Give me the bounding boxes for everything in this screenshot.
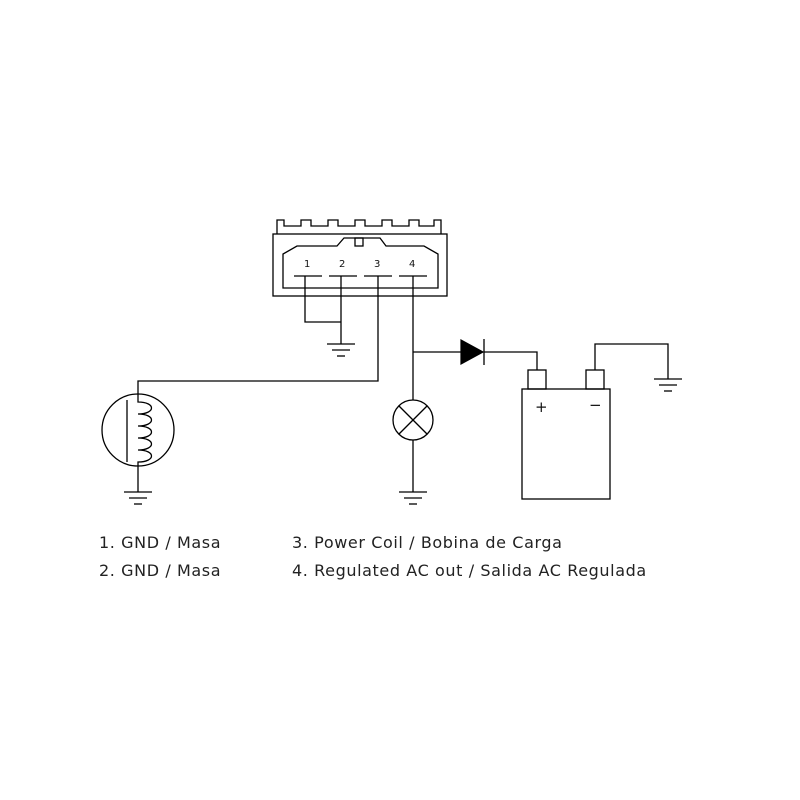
coil-circle (101, 393, 175, 467)
ground-symbol-coil (124, 491, 152, 505)
coil-winding (137, 394, 153, 492)
legend-pin-4: 4. Regulated AC out / Salida AC Regulada (292, 561, 647, 580)
diode-to-battery-wire (484, 351, 538, 370)
pin-1-wire (304, 276, 341, 323)
ground-symbol-battery (654, 378, 682, 392)
battery-ground-wire (594, 343, 669, 379)
pin-4-number: 4 (409, 259, 415, 270)
battery-positive-sign: + (535, 398, 548, 416)
pin-3-number: 3 (374, 259, 380, 270)
connector-latch (354, 237, 364, 247)
ground-wires-pin-1-2 (304, 276, 342, 344)
lamp-symbol (392, 399, 434, 441)
pin-3-wire (137, 276, 379, 394)
battery-positive-terminal (527, 369, 547, 390)
regulator-unit: 1 2 3 4 (272, 219, 448, 297)
battery-negative-sign: − (589, 396, 602, 414)
ground-symbol-lamp (399, 491, 427, 505)
pin-2-number: 2 (339, 259, 345, 270)
legend-pin-3: 3. Power Coil / Bobina de Carga (292, 533, 563, 552)
ground-symbol-regulator (327, 343, 355, 357)
legend-pin-1: 1. GND / Masa (99, 533, 222, 552)
regulator-heatsink-fins (276, 219, 442, 234)
regulator-body (272, 233, 448, 297)
diode-symbol (460, 338, 485, 366)
battery-body (521, 388, 611, 500)
legend-pin-2: 2. GND / Masa (99, 561, 222, 580)
battery: + − (521, 369, 611, 500)
pin-1-number: 1 (304, 259, 310, 270)
regulator-connector-housing (282, 237, 439, 289)
power-coil-stator (101, 393, 175, 492)
battery-negative-terminal (585, 369, 605, 390)
